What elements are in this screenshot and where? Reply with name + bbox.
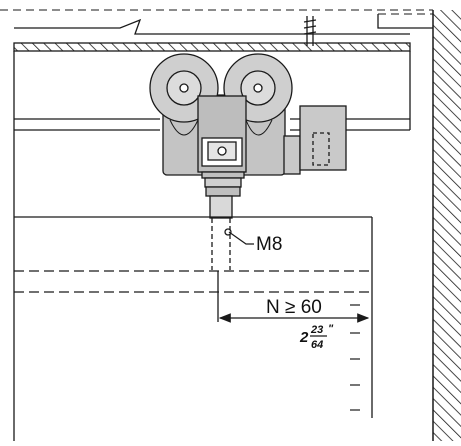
imperial-value: 2 23 64 "	[299, 323, 334, 351]
thread-leader	[228, 231, 254, 245]
ceiling-plate	[13, 42, 411, 52]
ceiling-screw	[303, 16, 317, 46]
door-panel	[14, 216, 373, 418]
imperial-unit: "	[328, 323, 334, 335]
edge-screws	[350, 304, 360, 411]
hanger-bolt	[201, 171, 245, 270]
imperial-numerator: 23	[310, 324, 323, 336]
thread-label: M8	[256, 234, 282, 255]
roller-carriage	[149, 53, 293, 176]
wall-hatched	[432, 10, 461, 441]
track-stopper	[283, 105, 347, 175]
distance-label: N ≥ 60	[266, 297, 322, 318]
imperial-whole: 2	[299, 329, 309, 346]
imperial-denominator: 64	[311, 339, 323, 351]
ceiling	[0, 9, 433, 35]
